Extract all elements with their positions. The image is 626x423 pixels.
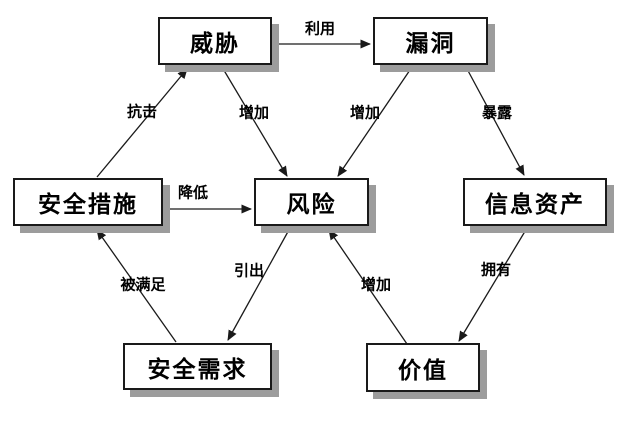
edge-label-derive: 引出: [233, 262, 265, 280]
edge-label-exploit: 利用: [304, 20, 336, 38]
node-security-measures: 安全措施: [13, 178, 163, 226]
node-vulnerability-label: 漏洞: [405, 30, 456, 56]
edge-measures-to-threat: [96, 68, 188, 178]
node-threat-label: 威胁: [190, 30, 240, 56]
node-value-label: 价值: [398, 356, 448, 383]
edge-label-increase-vuln-risk: 增加: [349, 104, 381, 122]
edge-requirements-to-measures: [96, 229, 177, 343]
edge-label-resist: 抗击: [126, 103, 158, 121]
node-information-assets: 信息资产: [463, 178, 607, 226]
node-security-requirements-label: 安全需求: [147, 355, 248, 382]
edge-vulnerability-to-risk: [337, 66, 413, 177]
node-risk-label: 风险: [286, 191, 337, 217]
edge-threat-to-risk: [221, 66, 288, 177]
edge-label-expose: 暴露: [481, 104, 513, 122]
edge-label-increase-threat-risk: 增加: [238, 104, 270, 122]
edge-label-increase-value-risk: 增加: [360, 276, 392, 294]
edge-value-to-risk: [328, 229, 408, 345]
node-security-requirements: 安全需求: [123, 343, 272, 390]
node-threat: 威胁: [158, 17, 272, 65]
edge-label-own: 拥有: [480, 261, 512, 279]
node-risk: 风险: [254, 178, 369, 226]
node-information-assets-label: 信息资产: [485, 191, 585, 217]
node-value: 价值: [366, 343, 480, 392]
edge-label-satisfied-by: 被满足: [120, 276, 166, 294]
node-security-measures-label: 安全措施: [38, 191, 138, 217]
node-vulnerability: 漏洞: [373, 17, 488, 65]
edge-risk-to-requirements: [227, 227, 291, 341]
edge-label-reduce: 降低: [177, 184, 209, 202]
edge-assets-to-value: [458, 227, 528, 342]
edge-vulnerability-to-assets: [465, 66, 525, 176]
